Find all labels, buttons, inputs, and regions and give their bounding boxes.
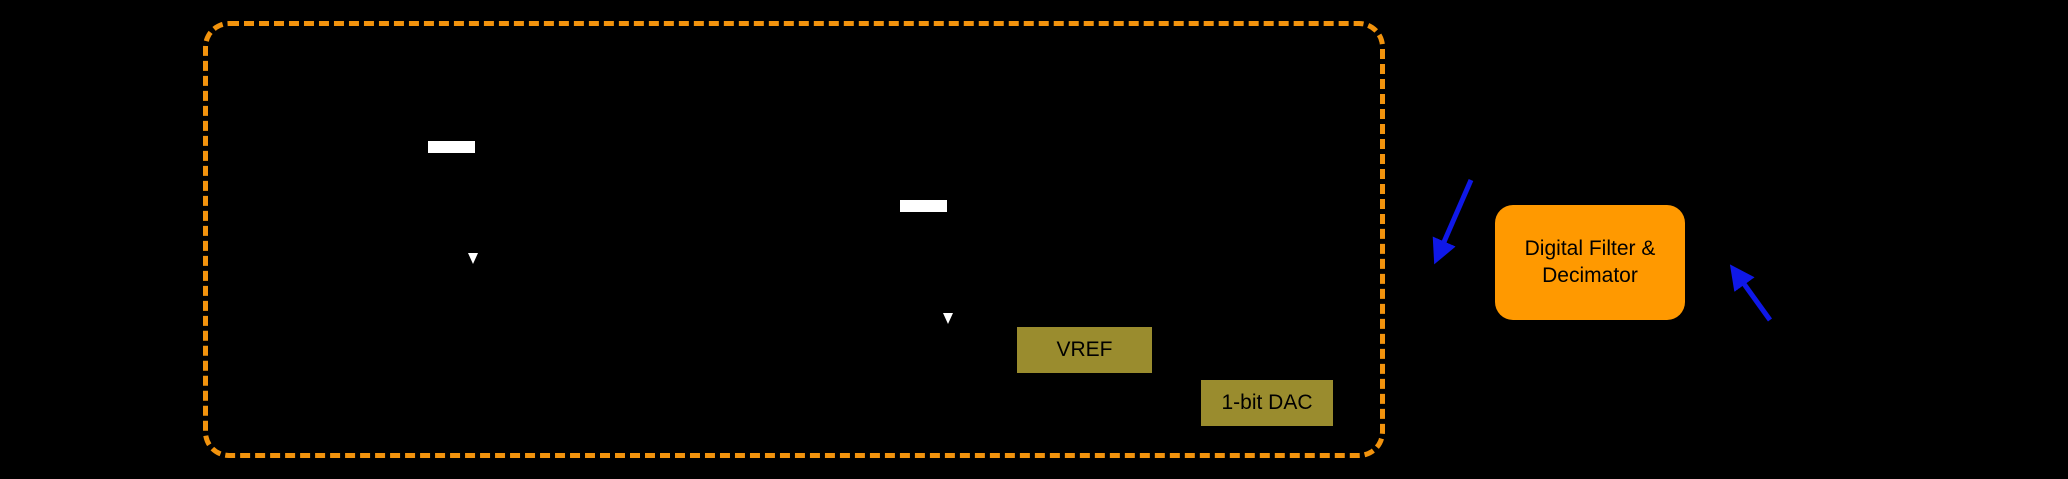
block-digital-filter-decimator[interactable]: Digital Filter & Decimator (1495, 205, 1685, 320)
arrow-out-of-filter-icon (1729, 264, 1773, 322)
block-1-bit-dac[interactable]: 1-bit DAC (1201, 380, 1333, 426)
block-vref[interactable]: VREF (1017, 327, 1152, 373)
triangle-marker-right (943, 313, 953, 324)
triangle-marker-left (468, 253, 478, 264)
white-bar-right (900, 200, 947, 212)
arrow-into-filter-icon (1432, 179, 1474, 265)
white-bar-left (428, 141, 475, 153)
modulator-boundary (203, 21, 1385, 458)
